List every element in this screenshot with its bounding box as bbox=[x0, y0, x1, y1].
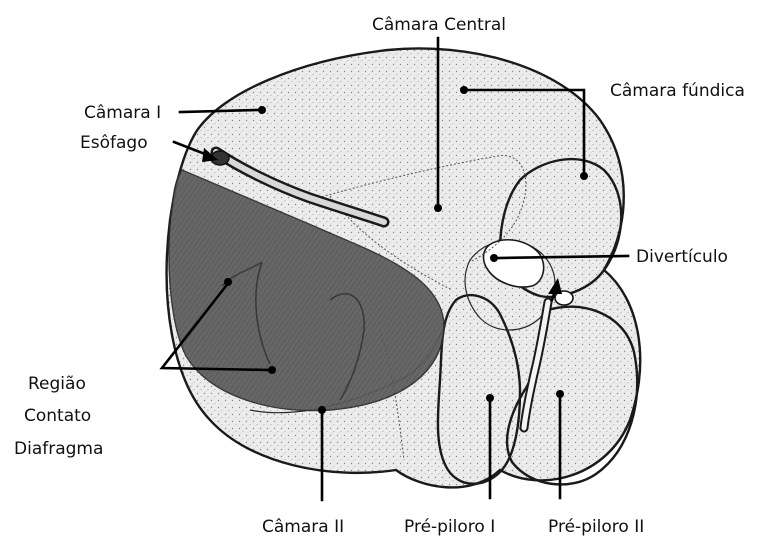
label-diafragma: Diafragma bbox=[14, 439, 103, 459]
label-pre-piloro-i: Pré-piloro I bbox=[404, 517, 495, 537]
label-diverticulo: Divertículo bbox=[636, 247, 728, 267]
label-pre-piloro-ii: Pré-piloro II bbox=[548, 517, 644, 537]
label-regiao: Região bbox=[28, 374, 86, 394]
label-camara-central: Câmara Central bbox=[372, 15, 506, 35]
dot-regiao-upper bbox=[224, 278, 232, 286]
stomach-body bbox=[167, 48, 641, 487]
label-camara-ii: Câmara II bbox=[262, 517, 344, 537]
label-camara-fundica: Câmara fúndica bbox=[610, 81, 745, 101]
label-camara-i: Câmara I bbox=[84, 103, 161, 123]
label-contato: Contato bbox=[24, 406, 91, 426]
label-esofago: Esôfago bbox=[80, 133, 148, 153]
